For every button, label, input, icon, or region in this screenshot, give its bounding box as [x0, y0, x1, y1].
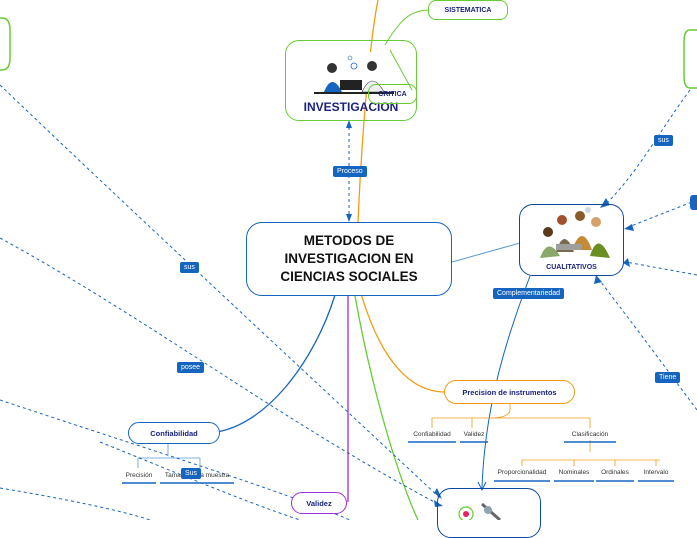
precision-leaf-clasificacion[interactable]: Clasificación [571, 431, 609, 438]
clasificacion-leaf-nominales[interactable]: Nominales [558, 469, 590, 476]
central-topic-title: METODOS DE INVESTIGACION EN CIENCIAS SOC… [280, 232, 418, 285]
connector-to-confiabilidad [207, 294, 336, 434]
clasificacion-leaf-intervalo[interactable]: Intervalo [643, 469, 669, 476]
critica-node[interactable]: CRITICA [368, 84, 417, 104]
investigacion-node[interactable]: INVESTIGACION [285, 40, 417, 121]
precision-label: Precision de instrumentos [462, 387, 557, 397]
relation-complementariedad[interactable]: Complementariedad [493, 288, 565, 299]
precision-leaf-validez[interactable]: Validez [463, 431, 485, 438]
central-topic[interactable]: METODOS DE INVESTIGACION EN CIENCIAS SOC… [246, 222, 452, 296]
edge-node-right [683, 29, 697, 89]
connector-to-critica [389, 49, 413, 91]
dashed-posee [0, 237, 441, 506]
dashed-tiene [596, 276, 697, 411]
precision-leaf-confiabilidad[interactable]: Confiabilidad [413, 431, 451, 438]
confiabilidad-node[interactable]: Confiabilidad [128, 422, 220, 444]
bottom-node-illustration-icon [458, 502, 501, 520]
relation-sus-right[interactable]: sus [654, 135, 673, 146]
connector-to-cualitativos [451, 242, 521, 263]
cualitativos-node[interactable]: CUALITATIVOS [519, 204, 624, 276]
sistematica-node[interactable]: SISTEMATICA [428, 0, 508, 20]
dashed-right-2 [625, 199, 697, 229]
relation-tiene[interactable]: Tiene [655, 372, 681, 383]
edge-node-right-small [690, 195, 697, 210]
precision-node[interactable]: Precision de instrumentos [444, 380, 575, 404]
critica-label: CRITICA [378, 90, 407, 98]
edge-node-left [0, 17, 11, 71]
confiabilidad-leaf-precision[interactable]: Precisión [125, 472, 153, 479]
connector-to-sistematica [384, 9, 431, 46]
clasificacion-leaf-proporcionalidad[interactable]: Proporcionalidad [497, 469, 547, 476]
cualitativos-label: CUALITATIVOS [546, 264, 597, 271]
relation-sus-left[interactable]: sus [180, 262, 199, 273]
connector-layer [0, 0, 697, 520]
dashed-sus-bottom [99, 441, 301, 520]
bottom-node[interactable] [437, 488, 541, 538]
sistematica-label: SISTEMATICA [444, 6, 492, 14]
cualitativos-illustration-icon [540, 207, 610, 258]
connector-green-down [354, 295, 419, 520]
clasificacion-leaf-ordinales[interactable]: Ordinales [601, 469, 629, 476]
confiabilidad-label: Confiabilidad [150, 428, 198, 438]
dashed-low-2 [0, 487, 151, 520]
connector-to-precision [359, 289, 446, 393]
relation-proceso[interactable]: Proceso [333, 166, 367, 177]
dashed-right-3 [625, 261, 697, 276]
relation-sus-bottom[interactable]: Sus [181, 468, 202, 479]
validez-node[interactable]: Validez [291, 492, 347, 514]
investigacion-illustration-icon [314, 52, 394, 94]
validez-label: Validez [306, 498, 332, 508]
relation-posee[interactable]: posee [177, 362, 205, 373]
dashed-sus-right [604, 89, 691, 206]
